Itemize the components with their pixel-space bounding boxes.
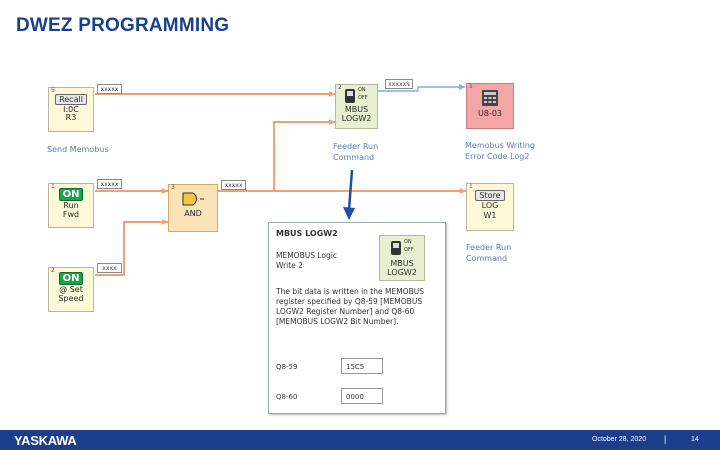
u8-03-caption-2: Error Code Log2: [465, 152, 530, 161]
u8-03-caption-1: Memobus Writing: [465, 141, 535, 150]
recall-caption: Send Memobus: [47, 145, 109, 154]
panel-name: MEMOBUS Logic Write 2: [276, 251, 337, 270]
store-caption-1: Feeder Run: [466, 243, 512, 252]
keypad-icon: [482, 90, 498, 106]
mbus-logw2-block[interactable]: 2 ON OFF MBUS LOGW2: [335, 84, 378, 129]
u8-03-block[interactable]: 1 U8-03: [466, 83, 514, 129]
q8-60-label: Q8-60: [276, 393, 298, 401]
footer-date: October 28, 2020: [592, 436, 647, 443]
store-block[interactable]: 1 Store LOG W1: [466, 183, 514, 231]
diagram-wires: [95, 84, 466, 276]
recall-output-box: xxxxx: [97, 84, 122, 94]
page-number: 14: [691, 436, 699, 443]
mbus-caption-1: Feeder Run: [333, 142, 379, 151]
and-gate-icon: [182, 192, 204, 206]
mbus-caption-2: Command: [333, 153, 375, 162]
set-speed-on-button[interactable]: ON: [58, 272, 84, 285]
mbus-output-box: xxxxx%: [385, 79, 413, 89]
q8-59-label: Q8-59: [276, 363, 298, 371]
footer-separator: |: [664, 434, 667, 444]
panel-block-icon: ON OFF MBUS LOGW2: [379, 235, 425, 281]
q8-60-field[interactable]: 0000: [341, 388, 383, 404]
run-on-button[interactable]: ON: [58, 188, 84, 201]
on-set-speed-block[interactable]: 2 ON @ Set Speed: [48, 267, 94, 312]
store-button[interactable]: Store: [475, 190, 505, 201]
on-run-block[interactable]: 1 ON Run Fwd: [48, 183, 94, 228]
and-block[interactable]: 3 AND: [168, 184, 218, 232]
toggle-switch-icon: [391, 241, 401, 255]
panel-title: MBUS LOGW2: [276, 229, 338, 238]
yaskawa-logo: YASKAWA: [14, 433, 77, 448]
slide-title: DWEZ PROGRAMMING: [16, 15, 230, 36]
q8-59-field[interactable]: 15C5: [341, 358, 383, 374]
panel-description: The bit data is written in the MEMOBUS r…: [276, 287, 424, 326]
footer-bar: [0, 430, 720, 450]
store-caption-2: Command: [466, 254, 508, 263]
recall-button[interactable]: Recall: [55, 94, 87, 105]
run-output-box: xxxxx: [97, 179, 122, 189]
set-speed-output-box: xxxx: [97, 263, 122, 273]
and-output-box: xxxxx: [221, 180, 246, 190]
recall-block[interactable]: 5 Recall I:0C R3: [48, 87, 94, 132]
toggle-switch-icon: [345, 89, 355, 103]
mbus-logw2-detail-panel: MBUS LOGW2 MEMOBUS Logic Write 2 ON OFF …: [268, 222, 446, 414]
